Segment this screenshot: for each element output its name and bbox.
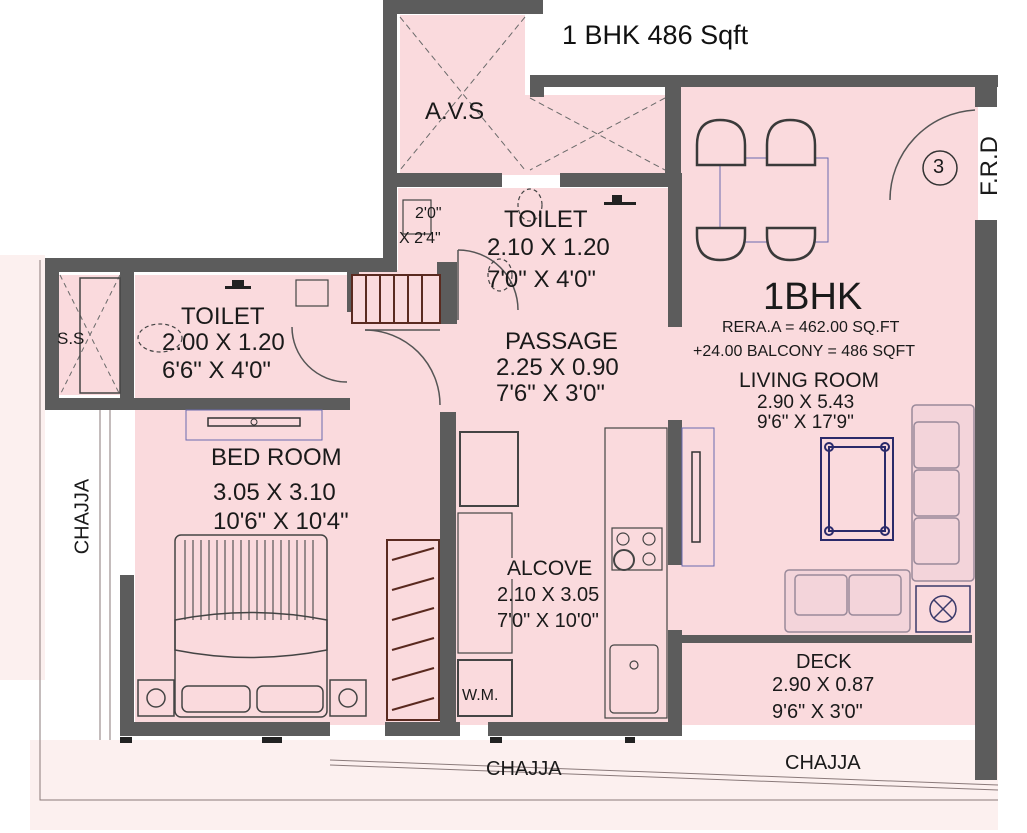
duct-size-line1: 2'0": [415, 205, 442, 222]
bedroom-tv: [185, 409, 323, 441]
toilet-left-imperial: 6'6" X 4'0": [162, 357, 271, 384]
living-room-name: LIVING ROOM: [739, 369, 880, 392]
ss-label: S.S: [57, 329, 85, 348]
bedroom-name: BED ROOM: [211, 444, 342, 471]
toilet-top-name: TOILET: [504, 206, 588, 233]
living-room-imperial: 9'6" X 17'9": [757, 412, 854, 433]
wardrobe: [386, 539, 440, 721]
toilet-top-metric: 2.10 X 1.20: [487, 234, 610, 261]
toilet-left-metric: 2.00 X 1.20: [162, 329, 285, 356]
living-room-metric: 2.90 X 5.43: [757, 392, 855, 413]
coffee-table: [820, 437, 894, 541]
page-title: 1 BHK 486 Sqft: [562, 20, 749, 50]
stair-steps: [351, 274, 441, 324]
avs-label: A.V.S: [425, 98, 485, 125]
bedroom-imperial: 10'6" X 10'4": [213, 508, 349, 535]
bedroom-metric: 3.05 X 3.10: [213, 479, 336, 506]
chajja-bottom-center-label: CHAJJA: [486, 758, 562, 780]
fire-door-number: 3: [933, 156, 945, 178]
alcove-name: ALCOVE: [507, 557, 593, 580]
fire-door-number-circle: [922, 150, 958, 186]
toilet-left-name: TOILET: [181, 303, 265, 330]
avs-shaft-cross: [399, 16, 666, 171]
duct-size-line2: X 2'4": [399, 230, 441, 247]
sofa-set: [784, 404, 975, 633]
passage-metric: 2.25 X 0.90: [496, 354, 619, 381]
alcove-metric: 2.10 X 3.05: [497, 584, 600, 606]
bottom-chajja-area: [30, 740, 998, 830]
alcove-imperial: 7'0" X 10'0": [497, 610, 599, 632]
walls: [45, 0, 998, 780]
rera-area-label: RERA.A = 462.00 SQ.FT: [722, 319, 900, 336]
toilet-fixtures: [137, 188, 543, 353]
door-swings: [291, 109, 976, 406]
deck-imperial: 9'6" X 3'0": [772, 701, 863, 723]
toilet-top-imperial: 7'0" X 4'0": [487, 266, 596, 293]
chajja-bottom-right-label: CHAJJA: [785, 752, 861, 774]
left-chajja-area: [0, 255, 45, 680]
passage-imperial: 7'6" X 3'0": [496, 380, 605, 407]
ac-unit: [915, 585, 971, 633]
fire-door-label: F.R.D: [976, 136, 1003, 196]
chajja-left-label: CHAJJA: [71, 478, 94, 555]
washing-machine-label: W.M.: [462, 687, 499, 704]
passage-name: PASSAGE: [505, 328, 618, 355]
unit-type-label: 1BHK: [763, 276, 863, 318]
deck-name: DECK: [796, 651, 852, 673]
balcony-area-label: +24.00 BALCONY = 486 SQFT: [693, 343, 916, 360]
living-tv: [681, 427, 715, 567]
kitchen-counter: [457, 427, 668, 719]
deck-metric: 2.90 X 0.87: [772, 674, 875, 696]
bed: [137, 534, 367, 718]
ss-shaft-cross: [59, 274, 121, 396]
dining-set: [695, 118, 829, 262]
